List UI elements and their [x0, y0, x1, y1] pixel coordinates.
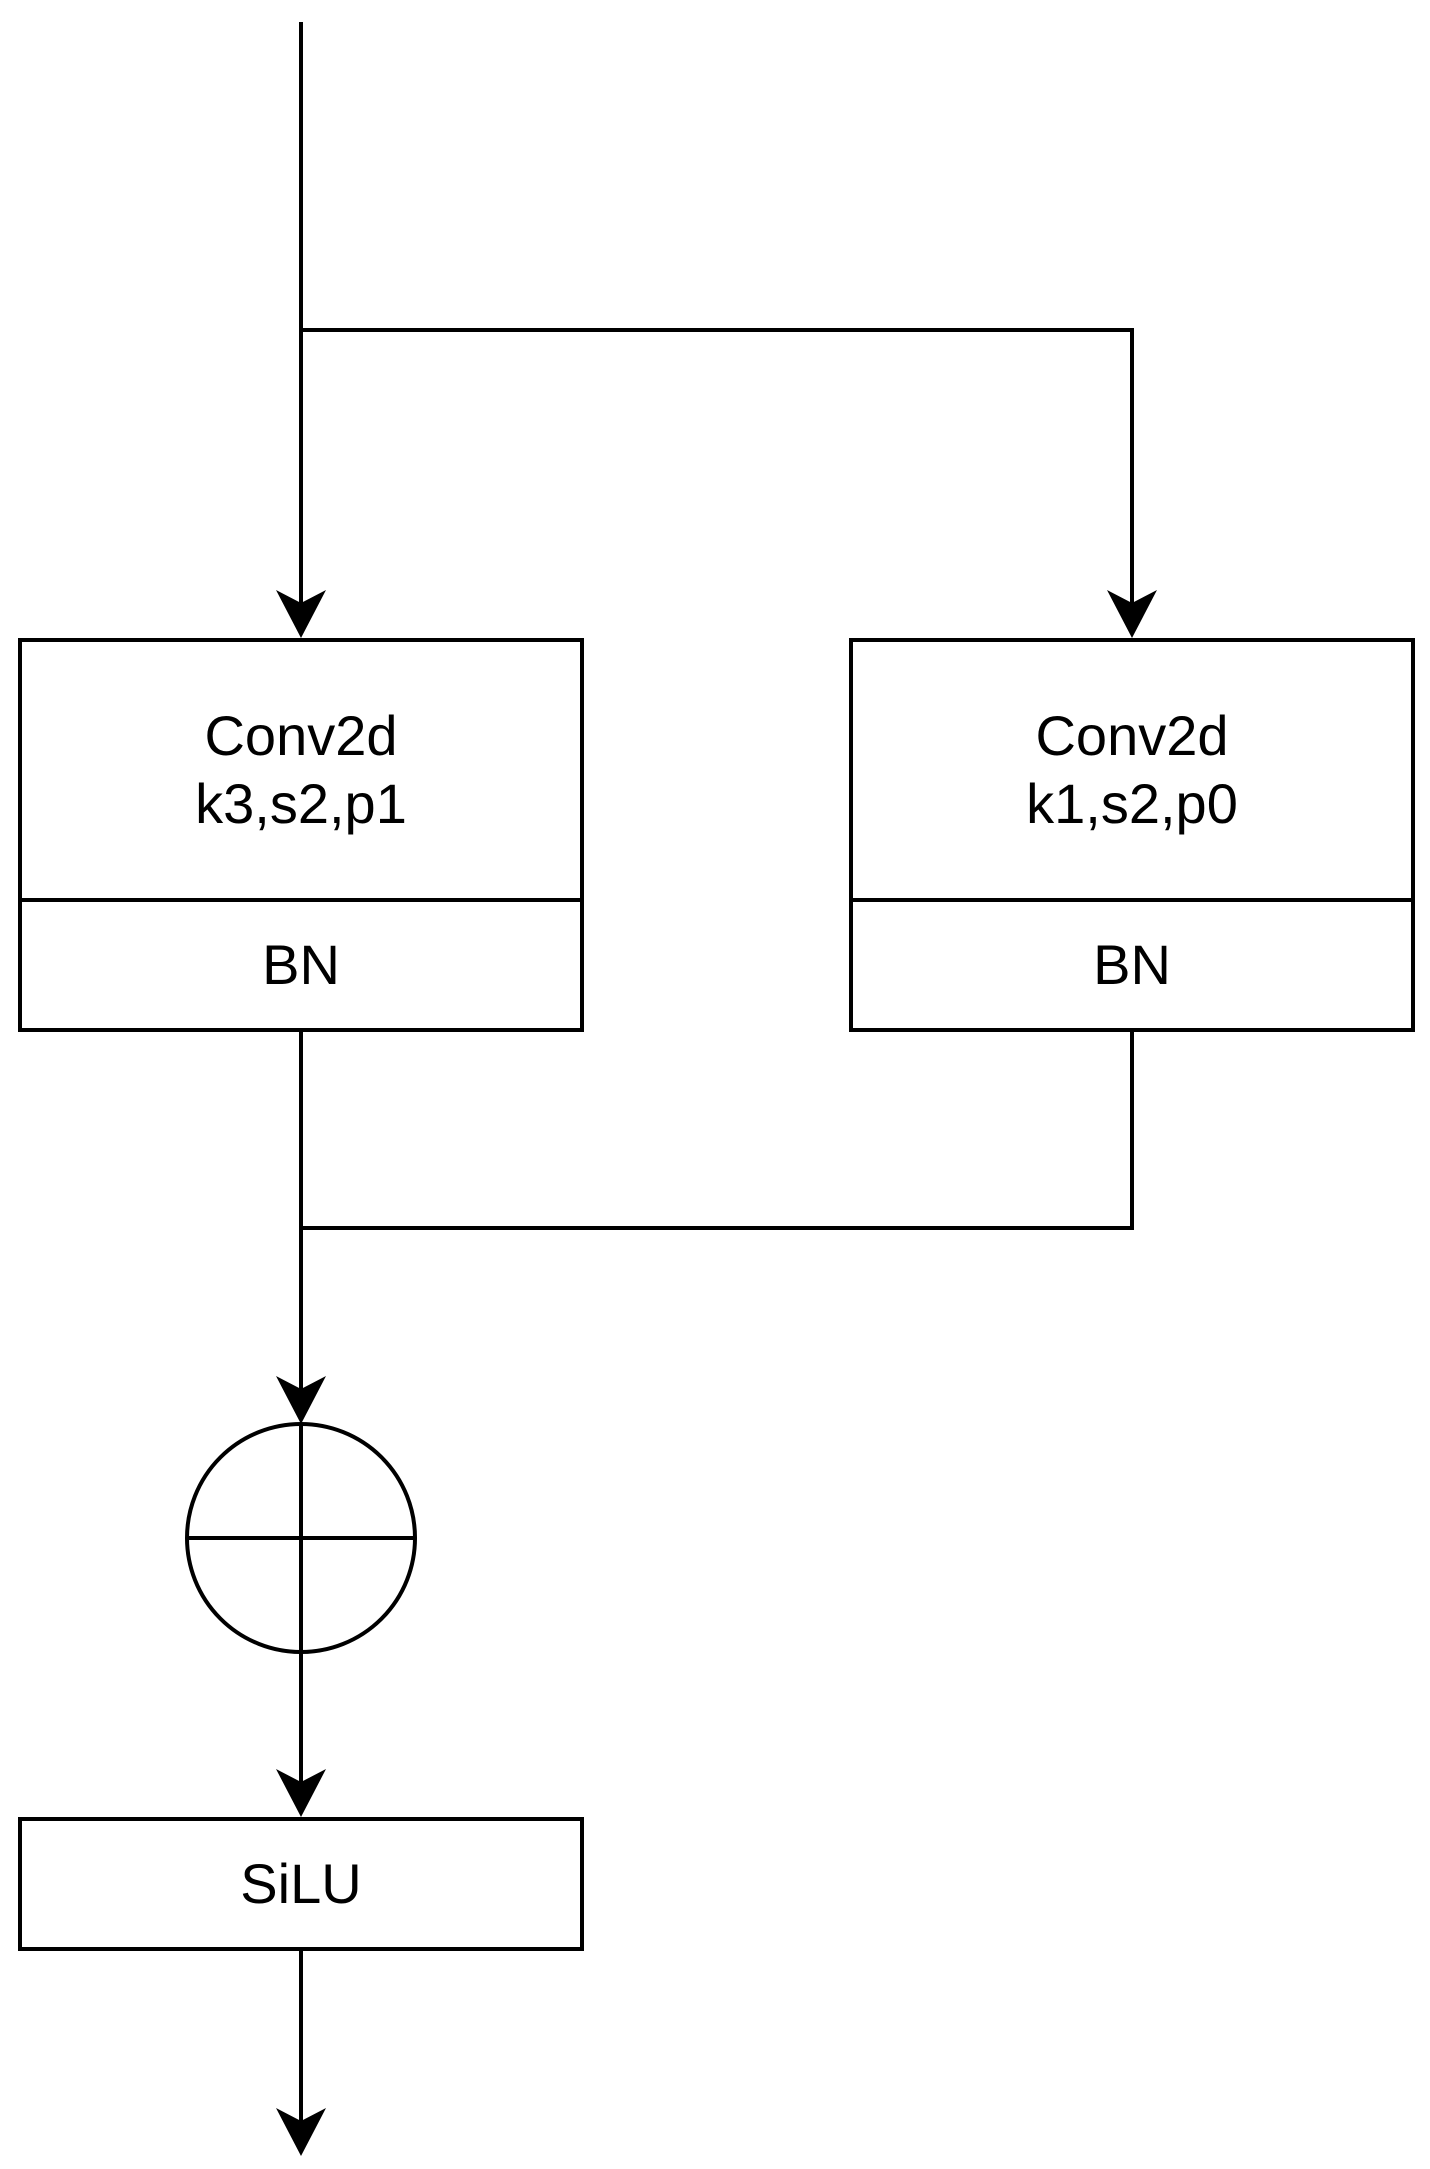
left-bn-label: BN — [262, 932, 340, 996]
silu-label: SiLU — [240, 1851, 362, 1915]
right-conv-params: k1,s2,p0 — [1026, 772, 1238, 835]
left-conv-params: k3,s2,p1 — [195, 772, 407, 835]
silu-block: SiLU — [18, 1817, 584, 1951]
right-bn-label: BN — [1093, 932, 1171, 996]
arrowhead-icon — [276, 1769, 326, 1817]
left-conv-block: Conv2d k3,s2,p1 — [18, 638, 584, 902]
right-conv-block: Conv2d k1,s2,p0 — [849, 638, 1415, 902]
right-conv-title: Conv2d — [1035, 703, 1229, 767]
arrowhead-icon — [276, 590, 326, 638]
left-conv-title: Conv2d — [204, 703, 398, 767]
right-merge-line — [301, 1032, 1134, 1230]
arrowhead-icon — [276, 2108, 326, 2156]
arrowhead-icon — [276, 1376, 326, 1424]
right-bn-block: BN — [849, 898, 1415, 1032]
split-line — [301, 328, 1134, 605]
arrowhead-icon — [1107, 590, 1157, 638]
left-bn-block: BN — [18, 898, 584, 1032]
